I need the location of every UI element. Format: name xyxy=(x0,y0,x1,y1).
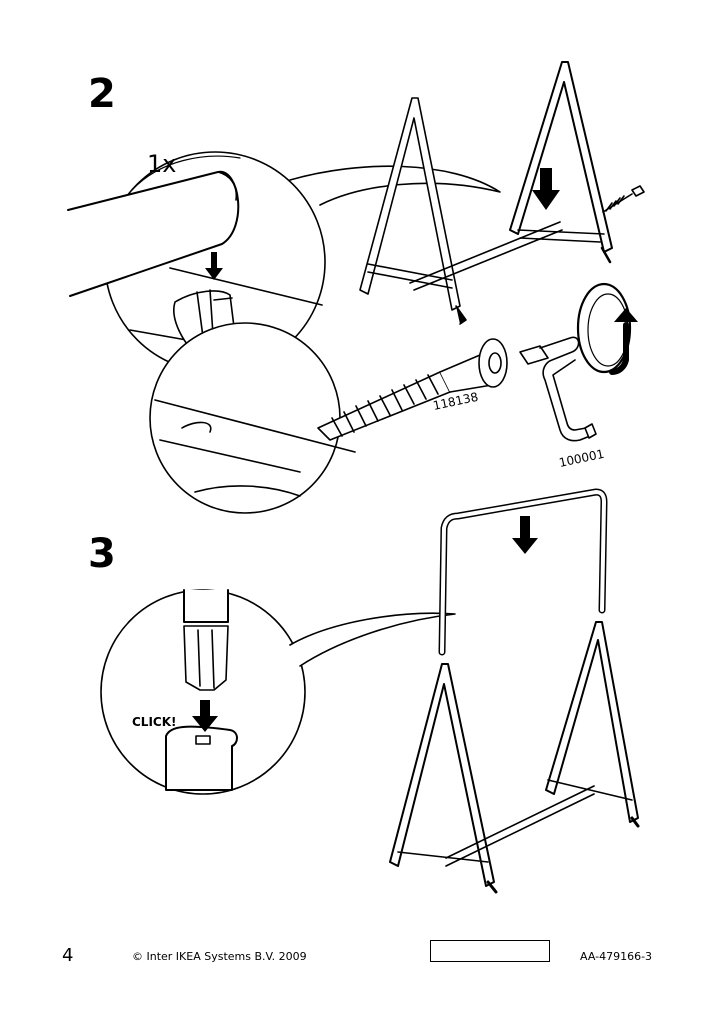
rotate-clockwise-icon xyxy=(576,282,638,375)
step-number-3: 3 xyxy=(88,531,116,577)
document-id: AA-479166-3 xyxy=(580,950,653,963)
blank-label-box xyxy=(430,940,550,962)
copyright-notice: © Inter IKEA Systems B.V. 2009 xyxy=(132,950,307,963)
step2-screw-magnifier: 118138 xyxy=(149,322,508,514)
step3-frame xyxy=(389,488,640,894)
tool-part-number: 100001 xyxy=(558,447,606,470)
step-number-2: 2 xyxy=(88,71,116,117)
step2-frame xyxy=(359,61,645,325)
screw-118138 xyxy=(317,338,508,441)
click-label: CLICK! xyxy=(132,715,177,729)
step3-click-magnifier: CLICK! xyxy=(100,589,456,795)
page-number: 4 xyxy=(62,945,74,966)
